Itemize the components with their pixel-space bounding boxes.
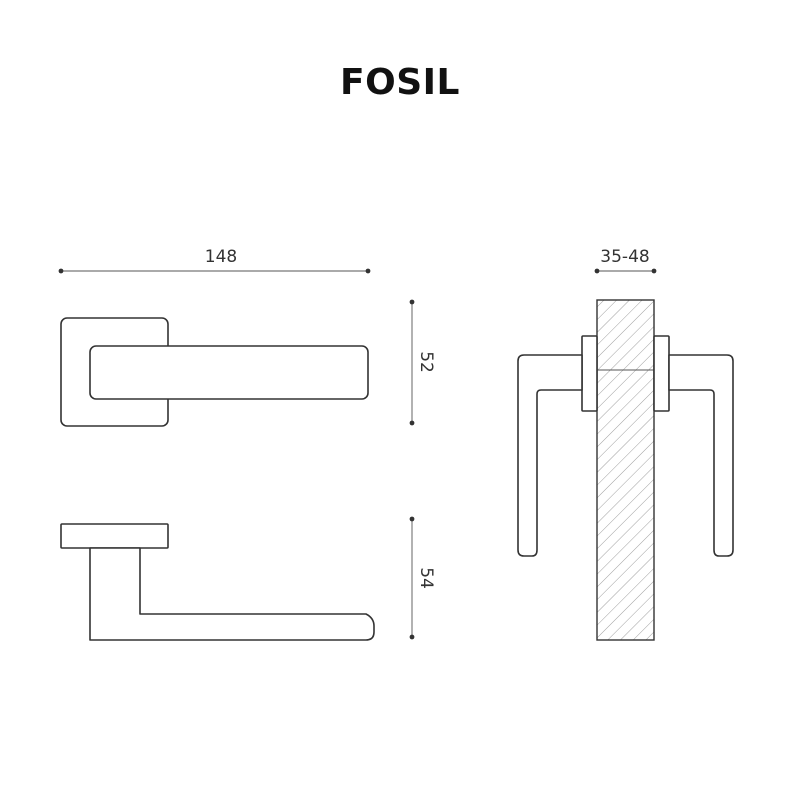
top-lever	[89, 547, 375, 641]
door-section	[596, 299, 655, 641]
top-rosette	[60, 523, 169, 549]
front-lever	[89, 345, 369, 400]
height-dimension-top-label: 54	[416, 567, 436, 589]
left-rosette	[581, 335, 598, 412]
right-rosette	[653, 335, 670, 412]
height-dimension-top: 54	[409, 516, 436, 640]
handle-front-view	[60, 317, 369, 427]
width-dimension: 148	[58, 247, 371, 274]
door-thickness-label: 35-48	[600, 247, 649, 267]
left-lever-side	[517, 354, 583, 557]
right-lever-side	[668, 354, 734, 557]
height-dimension-front-label: 52	[416, 351, 436, 373]
handle-top-view	[60, 523, 375, 641]
door-thickness-dimension: 35-48	[594, 247, 657, 274]
height-dimension-front: 52	[409, 299, 436, 426]
product-title: FOSIL	[340, 62, 460, 103]
handle-side-view	[517, 299, 734, 641]
width-dimension-label: 148	[205, 247, 237, 267]
